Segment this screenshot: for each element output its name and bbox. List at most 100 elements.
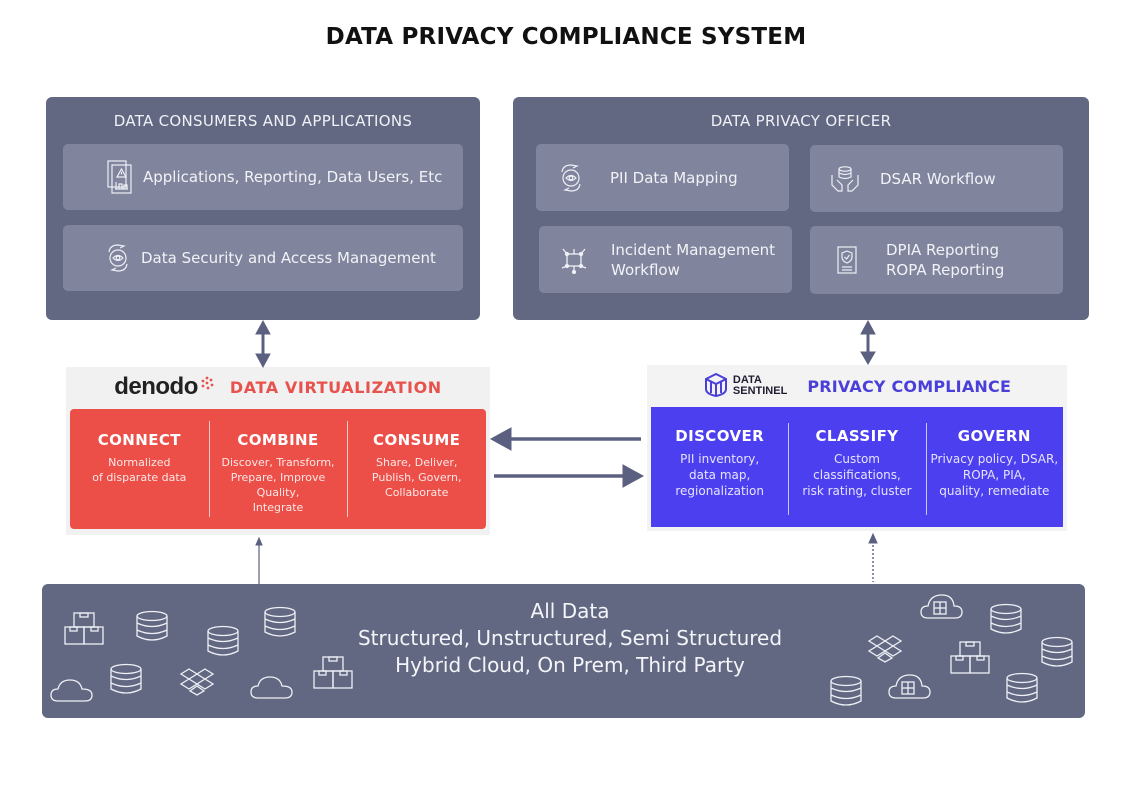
eye-hands-icon bbox=[556, 161, 586, 195]
all-data-text: All Data Structured, Unstructured, Semi … bbox=[300, 598, 840, 679]
privacy-compliance-block: DATA SENTINEL PRIVACY COMPLIANCE DISCOVE… bbox=[647, 365, 1067, 531]
column-description: Discover, Transform, Prepare, Improve Qu… bbox=[209, 455, 348, 515]
column-description: Share, Deliver, Publish, Govern, Collabo… bbox=[347, 455, 486, 500]
database-icon bbox=[136, 610, 168, 641]
database-icon bbox=[110, 663, 142, 694]
column-consume: CONSUME Share, Deliver, Publish, Govern,… bbox=[347, 421, 486, 517]
label-line: Workflow bbox=[611, 260, 680, 279]
database-icon bbox=[830, 675, 862, 706]
column-combine: COMBINE Discover, Transform, Prepare, Im… bbox=[208, 421, 348, 517]
arrowhead-up-icon bbox=[255, 319, 271, 335]
desc-line: Normalized bbox=[108, 456, 171, 469]
column-discover: DISCOVER PII inventory, data map, region… bbox=[651, 423, 788, 515]
arrowhead-down-icon bbox=[860, 351, 876, 365]
data-sentinel-cube-icon bbox=[703, 372, 729, 401]
label-line: DPIA Reporting bbox=[886, 241, 999, 259]
arrowhead-up-icon bbox=[860, 319, 876, 335]
card-label: DPIA Reporting ROPA Reporting bbox=[886, 240, 1004, 280]
desc-line: Privacy policy, DSAR, bbox=[930, 452, 1059, 466]
label-line: Incident Management bbox=[611, 240, 776, 259]
desc-line: of disparate data bbox=[92, 471, 187, 484]
card-label: PII Data Mapping bbox=[610, 168, 738, 187]
boxes-icon bbox=[313, 656, 353, 689]
card-applications-reporting: Applications, Reporting, Data Users, Etc bbox=[63, 144, 463, 210]
all-data-locations: Hybrid Cloud, On Prem, Third Party bbox=[395, 653, 745, 677]
desc-line: risk rating, cluster bbox=[802, 484, 912, 498]
desc-line: Collaborate bbox=[385, 486, 449, 499]
desc-line: PII inventory, bbox=[680, 452, 760, 466]
privacy-officer-panel-title: DATA PRIVACY OFFICER bbox=[710, 112, 892, 130]
consumers-panel-title: DATA CONSUMERS AND APPLICATIONS bbox=[113, 112, 413, 130]
data-virtualization-header: denodo DATA VIRTUALIZATION bbox=[66, 367, 490, 407]
data-virtualization-title: DATA VIRTUALIZATION bbox=[229, 377, 442, 397]
arrowhead-up-icon bbox=[868, 532, 878, 544]
column-description: PII inventory, data map, regionalization bbox=[651, 451, 788, 499]
report-document-icon bbox=[105, 160, 135, 194]
consumers-panel: DATA CONSUMERS AND APPLICATIONS Applicat… bbox=[46, 97, 480, 320]
privacy-compliance-body: DISCOVER PII inventory, data map, region… bbox=[651, 407, 1063, 527]
desc-line: data map, bbox=[689, 468, 751, 482]
all-data-heading: All Data bbox=[530, 599, 610, 623]
boxes-icon bbox=[64, 612, 104, 645]
dropbox-icon bbox=[868, 635, 902, 663]
column-classify: CLASSIFY Custom classifications, risk ra… bbox=[788, 423, 925, 515]
desc-line: Prepare, Improve Quality, bbox=[230, 471, 326, 499]
card-label: Data Security and Access Management bbox=[141, 249, 436, 267]
denodo-wordmark: denodo bbox=[114, 373, 198, 400]
desc-line: Custom classifications, bbox=[813, 452, 901, 482]
label-line: ROPA Reporting bbox=[886, 261, 1005, 279]
desc-line: ROPA, PIA, bbox=[962, 468, 1026, 482]
card-pii-data-mapping: PII Data Mapping bbox=[536, 144, 789, 211]
database-icon bbox=[990, 603, 1022, 634]
denodo-dots-icon bbox=[200, 371, 214, 390]
database-icon bbox=[1041, 636, 1073, 667]
card-label: Incident Management Workflow bbox=[611, 240, 775, 280]
column-connect: CONNECT Normalized of disparate data bbox=[70, 421, 209, 517]
desc-line: regionalization bbox=[675, 484, 764, 498]
database-icon bbox=[1006, 672, 1038, 703]
column-title: CLASSIFY bbox=[815, 427, 899, 445]
arrowhead-down-icon bbox=[255, 353, 271, 369]
arrowhead-left-icon bbox=[489, 427, 512, 451]
data-virtualization-block: denodo DATA VIRTUALIZATION CONNECT Norma… bbox=[66, 367, 490, 535]
column-title: CONNECT bbox=[97, 431, 181, 449]
eye-hands-icon bbox=[103, 241, 133, 275]
arrowhead-up-icon bbox=[255, 536, 263, 546]
diagram-title: DATA PRIVACY COMPLIANCE SYSTEM bbox=[325, 24, 807, 50]
column-title: GOVERN bbox=[957, 427, 1031, 445]
brand-line: DATA bbox=[732, 374, 762, 386]
desc-line: quality, remediate bbox=[939, 484, 1050, 498]
windows-cloud-icon bbox=[920, 594, 963, 619]
card-label: Applications, Reporting, Data Users, Etc bbox=[143, 168, 443, 186]
data-sentinel-logo: DATA SENTINEL bbox=[703, 372, 787, 401]
arrowhead-right-icon bbox=[622, 464, 645, 488]
database-icon bbox=[207, 625, 239, 656]
certificate-document-icon bbox=[832, 243, 862, 277]
desc-line: Share, Deliver, bbox=[375, 456, 458, 469]
denodo-logo: denodo bbox=[114, 373, 214, 401]
column-govern: GOVERN Privacy policy, DSAR, ROPA, PIA, … bbox=[925, 423, 1063, 515]
card-incident-management: Incident Management Workflow bbox=[539, 226, 792, 293]
column-description: Privacy policy, DSAR, ROPA, PIA, quality… bbox=[926, 451, 1063, 499]
card-dsar-workflow: DSAR Workflow bbox=[810, 145, 1063, 212]
dropbox-icon bbox=[180, 668, 214, 696]
column-title: CONSUME bbox=[373, 431, 461, 449]
data-virtualization-body: CONNECT Normalized of disparate data COM… bbox=[70, 409, 486, 529]
windows-cloud-icon bbox=[888, 674, 931, 699]
desc-line: Publish, Govern, bbox=[371, 471, 462, 484]
database-icon bbox=[264, 606, 296, 637]
column-description: Custom classifications, risk rating, clu… bbox=[788, 451, 925, 499]
cloud-icon bbox=[250, 676, 293, 699]
brand-line: SENTINEL bbox=[732, 385, 788, 397]
desc-line: Integrate bbox=[252, 501, 304, 514]
boxes-icon bbox=[950, 641, 990, 674]
network-nodes-icon bbox=[559, 243, 589, 277]
card-label: DSAR Workflow bbox=[880, 169, 996, 188]
privacy-officer-panel: DATA PRIVACY OFFICER PII Data Mapping DS… bbox=[513, 97, 1089, 320]
column-title: COMBINE bbox=[237, 431, 319, 449]
card-dpia-ropa-reporting: DPIA Reporting ROPA Reporting bbox=[810, 226, 1063, 294]
cloud-icon bbox=[50, 679, 93, 702]
all-data-panel bbox=[42, 584, 1085, 718]
column-description: Normalized of disparate data bbox=[70, 455, 209, 485]
